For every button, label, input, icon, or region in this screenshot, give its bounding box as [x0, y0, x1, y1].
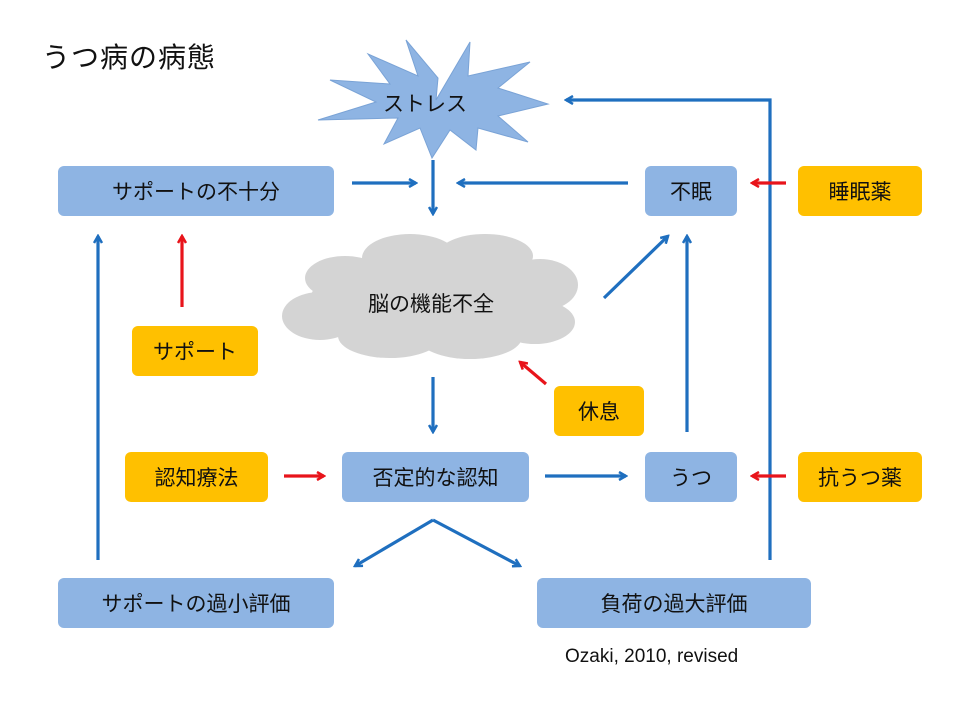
sleeping-pills-box: 睡眠薬: [798, 166, 922, 216]
brain-cloud-shape: [282, 234, 578, 359]
arrow-rest-to-brain: [520, 362, 548, 386]
citation: Ozaki, 2010, revised: [565, 646, 739, 667]
arrow-overestimate-to-stress: [566, 100, 772, 560]
depression-box: うつ: [645, 452, 737, 502]
lack-of-support-box: サポートの不十分: [58, 166, 334, 216]
overestimate-load-box: 負荷の過大評価: [537, 578, 811, 628]
cbt-box: 認知療法: [125, 452, 268, 502]
arrow-brain-to-insomnia: [602, 236, 668, 300]
negative-cognition-box: 否定的な認知: [342, 452, 529, 502]
arrow-negative-to-underestimate: [355, 518, 434, 568]
rest-box: 休息: [554, 386, 644, 436]
insomnia-box: 不眠: [645, 166, 737, 216]
arrow-negative-to-overestimate: [432, 518, 520, 566]
brain-dysfunction-label: 脳の機能不全: [368, 292, 494, 316]
stress-starburst-shape: [317, 39, 550, 160]
stress-label: ストレス: [383, 92, 467, 116]
support-box: サポート: [132, 326, 258, 376]
antidepressants-box: 抗うつ薬: [798, 452, 922, 502]
underestimate-support-box: サポートの過小評価: [58, 578, 334, 628]
page-title: うつ病の病態: [42, 41, 217, 74]
